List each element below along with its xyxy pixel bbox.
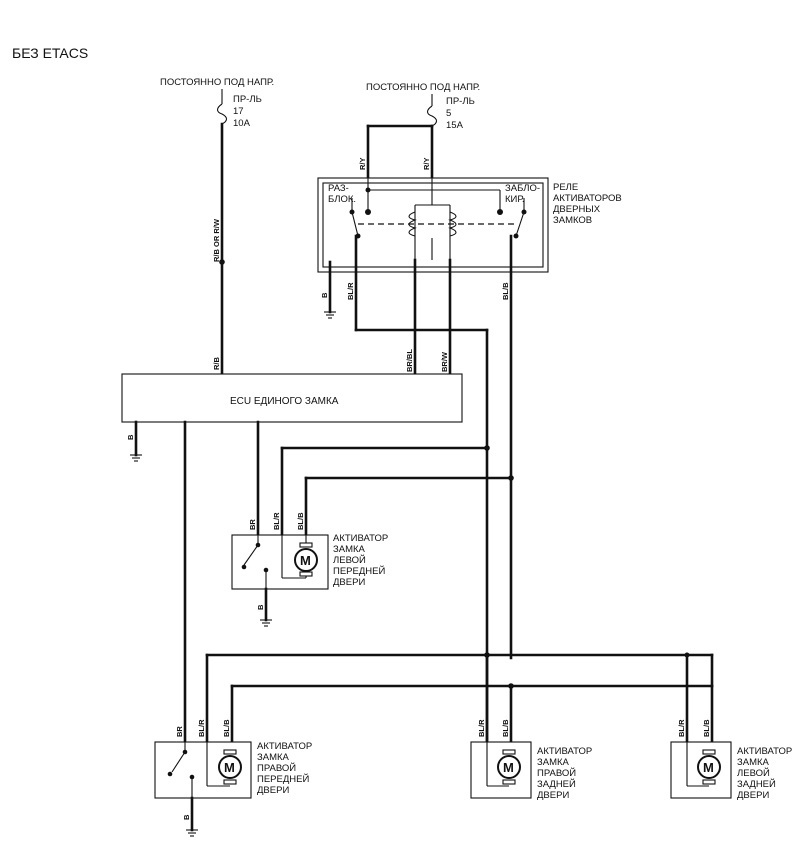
svg-text:M: M: [224, 760, 235, 775]
actuator-rf-label-5: ДВЕРИ: [257, 785, 289, 796]
relay-unlock-label-1: РАЗ-: [328, 183, 349, 194]
motor-icon: M: [206, 742, 242, 787]
svg-text:M: M: [503, 760, 514, 775]
ground-icon: [324, 311, 336, 319]
actuator-rf-label-2: ЗАМКА: [257, 752, 290, 763]
ground-icon: [186, 829, 198, 837]
wire-label-lf-bl-b: BL/B: [296, 512, 305, 530]
actuator-rr-label-4: ЗАДНЕЙ: [537, 778, 576, 790]
actuator-rr-label-3: ПРАВОЙ: [537, 767, 576, 779]
relay-lock-label-2: КИР.: [505, 194, 525, 205]
wire-label-ecu-b: B: [126, 434, 135, 440]
relay-lock-label-1: ЗАБЛО-: [505, 183, 540, 194]
actuator-lr-label-2: ЗАМКА: [737, 757, 770, 768]
svg-text:M: M: [300, 553, 311, 568]
wire-label-lr-bl-b: BL/B: [702, 719, 711, 737]
wire-label-lf-b: B: [256, 604, 265, 610]
wire-label-r-b-or-r-w: R/B OR R/W: [212, 218, 221, 262]
relay-title-3: ДВЕРНЫХ: [553, 204, 601, 215]
wire-label-r-b: R/B: [212, 357, 221, 371]
relay-title-2: АКТИВАТОРОВ: [553, 193, 622, 204]
actuator-lf-label-3: ЛЕВОЙ: [333, 554, 366, 566]
motor-icon: M: [686, 742, 721, 787]
supply-left-fuse-amp: 10A: [233, 118, 251, 129]
wire-label-rr-bl-r: BL/R: [477, 719, 486, 737]
actuator-rr-label-1: АКТИВАТОР: [537, 746, 592, 757]
relay-switch-unlock-icon: [351, 211, 359, 237]
actuator-lr-label-3: ЛЕВОЙ: [737, 767, 770, 779]
supply-left-fuse-name: ПР-ЛЬ: [233, 94, 262, 105]
ground-icon: [260, 619, 272, 627]
actuator-rf-label-3: ПРАВОЙ: [257, 762, 296, 774]
actuator-lf-label-5: ДВЕРИ: [333, 577, 365, 588]
actuator-lr-label-5: ДВЕРИ: [737, 790, 769, 801]
wire-label-relay-b: B: [320, 292, 329, 298]
actuator-rr-label-2: ЗАМКА: [537, 757, 570, 768]
actuator-lr-label-1: АКТИВАТОР: [737, 746, 792, 757]
wire-label-lf-br: BR: [248, 519, 257, 530]
motor-icon: M: [486, 742, 521, 787]
motor-icon: M: [281, 535, 318, 579]
actuator-lr-label-4: ЗАДНЕЙ: [737, 778, 776, 790]
supply-right-fuse-name: ПР-ЛЬ: [446, 96, 475, 107]
wire-label-rf-bl-r: BL/R: [197, 719, 206, 737]
ground-icon: [130, 454, 142, 462]
supply-right-fuse-no: 5: [446, 108, 451, 119]
actuator-rr-label-5: ДВЕРИ: [537, 790, 569, 801]
fuse-left-icon: [216, 89, 228, 125]
relay-title-4: ЗАМКОВ: [553, 215, 592, 226]
supply-left-label: ПОСТОЯННО ПОД НАПР.: [160, 77, 274, 88]
supply-left-fuse-no: 17: [233, 106, 244, 117]
splice-dot: [219, 259, 225, 265]
fuse-right-icon: [426, 94, 438, 127]
supply-right-label: ПОСТОЯННО ПОД НАПР.: [366, 82, 480, 93]
wire-label-rf-br: BR: [175, 726, 184, 737]
wire-label-rf-bl-b: BL/B: [222, 719, 231, 737]
wire-label-br-bl: BR/BL: [405, 349, 414, 372]
wire-label-r-y-1: R/Y: [358, 157, 367, 170]
actuator-rf-label-4: ПЕРЕДНЕЙ: [257, 773, 309, 785]
diagram-title: БЕЗ ETACS: [12, 45, 88, 61]
wire-label-relay-bl-r: BL/R: [346, 282, 355, 300]
ecu-box: [121, 373, 463, 423]
wire-label-rf-b: B: [182, 814, 191, 820]
wire-label-lr-bl-r: BL/R: [677, 719, 686, 737]
relay-coil-right-icon: [448, 211, 457, 237]
ecu-label: ECU ЕДИНОГО ЗАМКА: [230, 396, 339, 407]
wire-label-lf-bl-r: BL/R: [272, 512, 281, 530]
wire-label-relay-bl-b: BL/B: [501, 282, 510, 300]
actuator-lf-label-4: ПЕРЕДНЕЙ: [333, 565, 385, 577]
actuator-rf-label-1: АКТИВАТОР: [257, 741, 312, 752]
wire-label-r-y-2: R/Y: [422, 157, 431, 170]
actuator-lf-label-1: АКТИВАТОР: [333, 533, 388, 544]
wire-label-rr-bl-b: BL/B: [501, 719, 510, 737]
relay-unlock-label-2: БЛОК.: [328, 194, 356, 205]
relay-title-1: РЕЛЕ: [553, 182, 578, 193]
svg-text:M: M: [703, 760, 714, 775]
actuator-lf-label-2: ЗАМКА: [333, 544, 366, 555]
supply-right-fuse-amp: 15A: [446, 120, 464, 131]
wire-label-br-w: BR/W: [440, 351, 449, 372]
relay-switch-lock-icon: [515, 211, 525, 237]
